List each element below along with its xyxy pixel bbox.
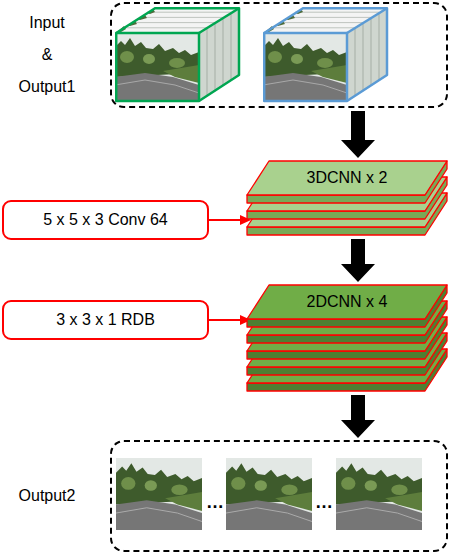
- dashed-frame: [110, 2, 448, 108]
- layer-label: 2DCNN x 4: [257, 285, 437, 319]
- cnn-layer: [247, 161, 447, 203]
- flow-arrow: [341, 395, 375, 438]
- flow-arrow: [341, 239, 375, 282]
- layer-face: [247, 285, 447, 319]
- ellipsis-label: …: [313, 492, 335, 513]
- io-group: Output2: [2, 440, 448, 552]
- group-heading: Input & Output1: [2, 7, 92, 103]
- arrow-shaft: [209, 319, 241, 321]
- input-frame-cube: [115, 7, 239, 101]
- output-frame: [336, 458, 422, 530]
- parameter-arrow: [209, 215, 251, 225]
- output-frame-cube: [263, 7, 387, 101]
- parameter-text: 5 x 5 x 3 Conv 64: [43, 211, 168, 229]
- layer-stack: 2DCNN x 4: [246, 284, 448, 392]
- parameter-box: 3 x 3 x 1 RDB: [2, 300, 209, 340]
- layer-face: [247, 161, 447, 195]
- layer-side: [247, 161, 447, 203]
- parameter-box: 5 x 5 x 3 Conv 64: [2, 200, 209, 240]
- arrow-shaft: [209, 219, 241, 221]
- io-group: Input & Output1: [2, 2, 448, 108]
- output-frame: [116, 458, 202, 530]
- layer-stack: 3DCNN x 2: [246, 160, 448, 236]
- cnn-layer: [247, 285, 447, 327]
- layer-label: 3DCNN x 2: [257, 161, 437, 195]
- flow-arrow: [341, 111, 375, 158]
- parameter-arrow: [209, 315, 251, 325]
- ellipsis-label: …: [204, 492, 226, 513]
- dashed-frame: [110, 440, 448, 552]
- group-heading: Output2: [2, 480, 92, 512]
- parameter-text: 3 x 3 x 1 RDB: [56, 311, 155, 329]
- output-frame: [226, 458, 312, 530]
- layer-side: [247, 285, 447, 327]
